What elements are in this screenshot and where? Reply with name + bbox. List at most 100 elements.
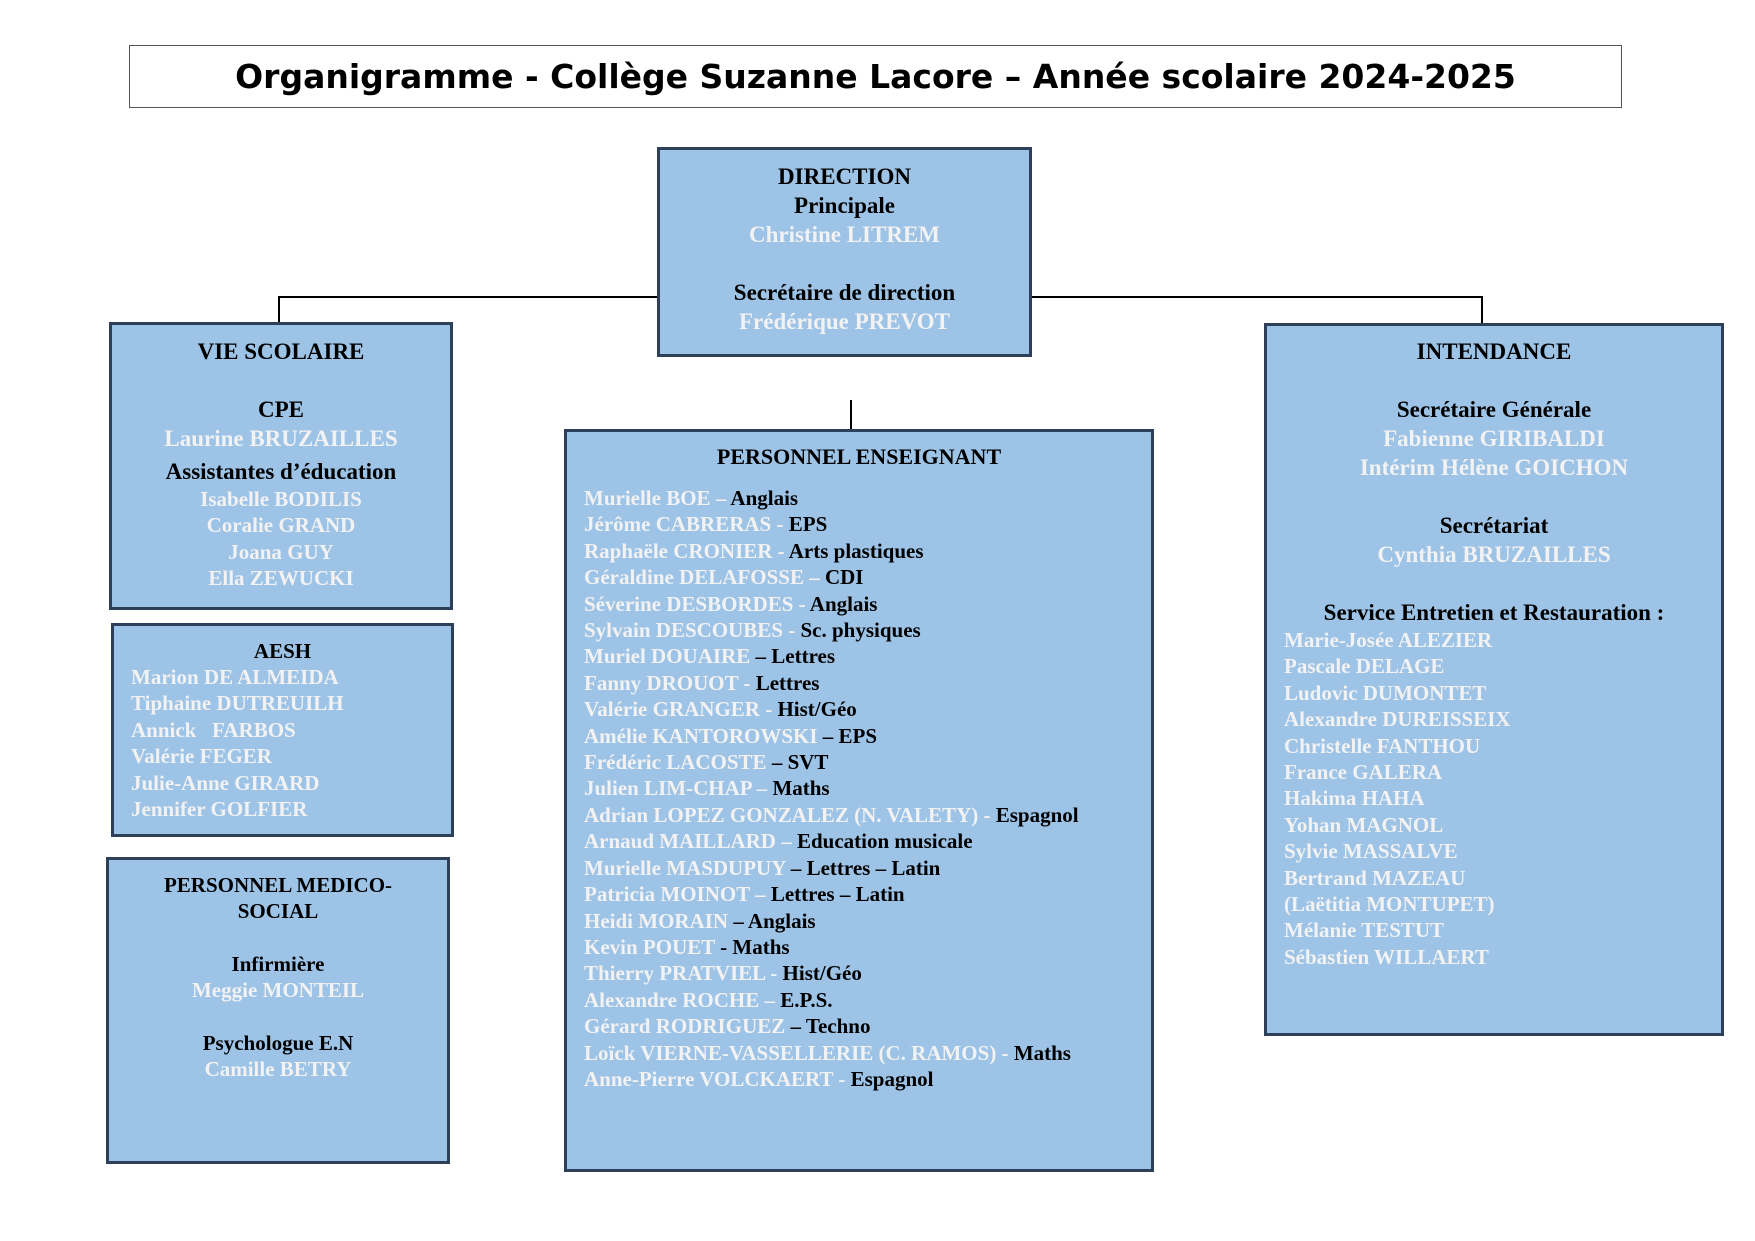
teacher-subject: Lettres – Latin (765, 882, 905, 907)
teacher-subject: Hist/Géo (772, 697, 857, 722)
teacher-subject: Hist/Géo (777, 961, 862, 986)
teacher-row: Géraldine DELAFOSSE – CDI (584, 564, 1151, 590)
service-member: Ludovic DUMONTET (1284, 680, 1487, 705)
teacher-subject: – SVT (766, 750, 829, 775)
teacher-row: Muriel DOUAIRE – Lettres (584, 643, 1151, 669)
assistant-name: Coralie GRAND (206, 513, 356, 538)
psy-role: Psychologue E.N (202, 1031, 354, 1055)
teacher-name: Thierry PRATVIEL - (584, 961, 778, 986)
teacher-row: Murielle BOE – Anglais (584, 485, 1151, 511)
teacher-row: Frédéric LACOSTE – SVT (584, 749, 1151, 775)
teacher-row: Valérie GRANGER - Hist/Géo (584, 696, 1151, 722)
secretary-role: Secrétaire de direction (733, 280, 956, 305)
teacher-row: Séverine DESBORDES - Anglais (584, 591, 1151, 617)
teacher-row: Amélie KANTOROWSKI – EPS (584, 723, 1151, 749)
service-role: Service Entretien et Restauration : (1323, 600, 1665, 625)
medico-social-heading-line1: PERSONNEL MEDICO- (163, 873, 393, 897)
teacher-subject: - Maths (714, 934, 790, 959)
teacher-subject: EPS (783, 512, 828, 537)
service-member: Hakima HAHA (1284, 786, 1425, 811)
assistant-name: Isabelle BODILIS (200, 487, 362, 511)
service-member: (Laëtitia MONTUPET) (1284, 892, 1495, 917)
vie-scolaire-heading: VIE SCOLAIRE (197, 339, 365, 364)
teacher-name: Sylvain DESCOUBES - (584, 618, 796, 643)
secretariat-name: Cynthia BRUZAILLES (1377, 542, 1611, 567)
service-member: Alexandre DUREISSEIX (1284, 707, 1511, 732)
teacher-row: Loïck VIERNE-VASSELLERIE (C. RAMOS) - Ma… (584, 1040, 1151, 1066)
service-member: Yohan MAGNOL (1284, 812, 1444, 837)
cpe-role: CPE (258, 397, 304, 422)
medico-social-box: PERSONNEL MEDICO- SOCIAL Infirmière Megg… (106, 857, 450, 1164)
teacher-subject: – Lettres (750, 644, 836, 669)
assistants-role: Assistantes d’éducation (165, 459, 397, 484)
teacher-subject: Espagnol (845, 1066, 934, 1091)
enseignants-box: PERSONNEL ENSEIGNANT Murielle BOE – Angl… (564, 429, 1154, 1172)
aesh-member: Valérie FEGER (131, 744, 272, 769)
direction-heading: DIRECTION (778, 164, 911, 189)
aesh-member: Julie-Anne GIRARD (131, 770, 320, 795)
teacher-name: Muriel DOUAIRE (584, 644, 751, 669)
aesh-member: Tiphaine DUTREUILH (131, 691, 344, 716)
teacher-subject: Lettres (750, 670, 820, 695)
teacher-row: Alexandre ROCHE – E.P.S. (584, 987, 1151, 1013)
page-title: Organigramme - Collège Suzanne Lacore – … (129, 45, 1622, 108)
intendance-heading: INTENDANCE (1416, 339, 1572, 364)
connector-right-vertical (1481, 296, 1483, 324)
teacher-row: Gérard RODRIGUEZ – Techno (584, 1013, 1151, 1039)
enseignants-heading: PERSONNEL ENSEIGNANT (716, 444, 1002, 469)
psy-name: Camille BETRY (204, 1057, 352, 1081)
service-member: Mélanie TESTUT (1284, 918, 1445, 943)
teacher-name: Heidi MORAIN (584, 908, 729, 933)
teacher-row: Arnaud MAILLARD – Education musicale (584, 828, 1151, 854)
teacher-name: Arnaud MAILLARD – (584, 829, 792, 854)
sg-role: Secrétaire Générale (1396, 397, 1592, 422)
teacher-subject: Maths (767, 776, 830, 801)
teacher-subject: – Techno (785, 1014, 871, 1039)
teacher-row: Murielle MASDUPUY – Lettres – Latin (584, 855, 1151, 881)
teacher-name: Fanny DROUOT - (584, 670, 751, 695)
aesh-member: Marion DE ALMEIDA (131, 665, 339, 689)
teacher-subject: Maths (1008, 1040, 1071, 1065)
service-member: Sylvie MASSALVE (1284, 839, 1458, 864)
connector-left-vertical (278, 296, 280, 323)
service-member: Pascale DELAGE (1284, 654, 1445, 679)
teacher-name: Murielle BOE – (584, 486, 727, 510)
teacher-row: Sylvain DESCOUBES - Sc. physiques (584, 617, 1151, 643)
teacher-row: Thierry PRATVIEL - Hist/Géo (584, 960, 1151, 986)
teacher-row: Anne-Pierre VOLCKAERT - Espagnol (584, 1066, 1151, 1092)
aesh-box: AESH Marion DE ALMEIDA Tiphaine DUTREUIL… (111, 623, 454, 837)
principal-role: Principale (794, 193, 895, 218)
teacher-name: Raphaële CRONIER - (584, 538, 785, 563)
teacher-row: Adrian LOPEZ GONZALEZ (N. VALETY) - Espa… (584, 802, 1151, 828)
sg-name: Fabienne GIRIBALDI (1383, 426, 1605, 451)
aesh-member: Annick FARBOS (131, 717, 296, 742)
intendance-box: INTENDANCE Secrétaire Générale Fabienne … (1264, 323, 1724, 1036)
teacher-name: Adrian LOPEZ GONZALEZ (N. VALETY) - (584, 802, 991, 827)
teacher-name: Kevin POUET (584, 934, 715, 959)
connector-center-vertical (850, 400, 852, 446)
assistant-name: Ella ZEWUCKI (208, 566, 354, 591)
teacher-name: Patricia MOINOT – (584, 882, 766, 907)
teacher-name: Loïck VIERNE-VASSELLERIE (C. RAMOS) - (584, 1040, 1009, 1065)
secretariat-role: Secrétariat (1439, 513, 1549, 538)
teacher-row: Jérôme CABRERAS - EPS (584, 511, 1151, 537)
teacher-subject: Arts plastiques (784, 538, 924, 563)
nurse-name: Meggie MONTEIL (191, 978, 365, 1002)
teacher-name: Murielle MASDUPUY (584, 855, 786, 880)
service-member: Christelle FANTHOU (1284, 733, 1481, 758)
teacher-subject: Sc. physiques (795, 618, 921, 643)
teacher-row: Fanny DROUOT - Lettres (584, 670, 1151, 696)
service-member: Bertrand MAZEAU (1284, 865, 1466, 890)
service-member: France GALERA (1284, 760, 1443, 785)
vie-scolaire-box: VIE SCOLAIRE CPE Laurine BRUZAILLES Assi… (109, 322, 453, 610)
teacher-subject: Anglais (726, 486, 799, 510)
cpe-name: Laurine BRUZAILLES (164, 426, 398, 451)
teacher-row: Kevin POUET - Maths (584, 934, 1151, 960)
direction-box: DIRECTION Principale Christine LITREM Se… (657, 147, 1032, 357)
aesh-heading: AESH (253, 639, 312, 663)
principal-name: Christine LITREM (748, 222, 941, 247)
nurse-role: Infirmière (231, 952, 325, 976)
teacher-subject: Espagnol (990, 802, 1079, 827)
